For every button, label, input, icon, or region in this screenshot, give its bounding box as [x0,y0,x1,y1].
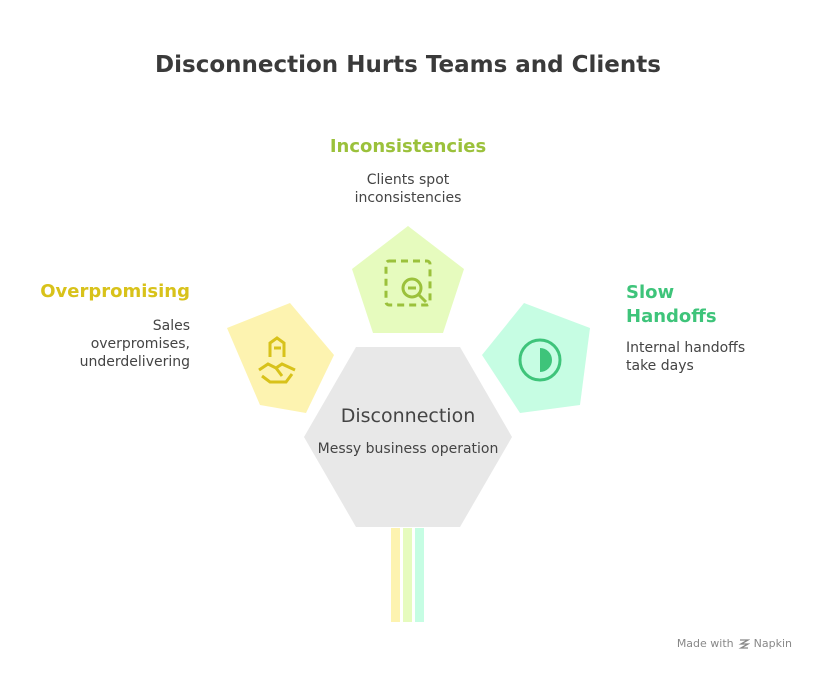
stem-bar-yellow [391,528,400,622]
stem-bar-mint [415,528,424,622]
inconsistencies-title: Inconsistencies [329,136,487,157]
overpromising-description: Sales overpromises, underdelivering [79,318,190,370]
slow-handoffs-title: Slow Handoffs [626,282,717,327]
center-description: Messy business operation [317,441,499,457]
slow-handoffs-description: Internal handoffs take days [626,340,746,374]
stem-bar-green [403,528,412,622]
overpromising-pentagon [227,303,334,413]
search-in-frame-icon [384,259,432,307]
center-hexagon [304,347,512,527]
center-title: Disconnection [340,405,476,427]
overpromising-title: Overpromising [40,281,190,302]
handshake-building-icon [258,336,296,384]
napkin-logo-icon [738,638,750,649]
made-with-label: Made with [676,637,734,650]
napkin-brand: Napkin [753,637,792,650]
page-title: Disconnection Hurts Teams and Clients [155,52,661,78]
footer: Made with Napkin [677,637,792,650]
half-circle-icon [518,338,562,382]
inconsistencies-description: Clients spot inconsistencies [354,172,462,206]
slow-handoffs-pentagon [482,303,590,413]
